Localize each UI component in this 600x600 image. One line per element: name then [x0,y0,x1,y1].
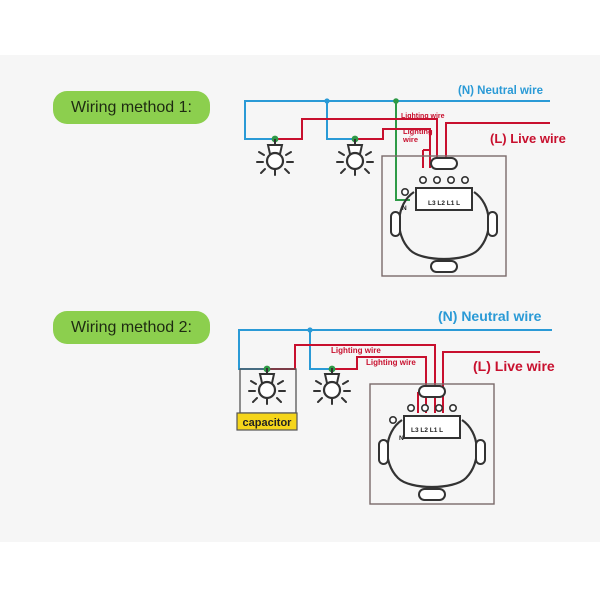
switch-panel-icon [380,154,508,278]
m1-live-wire [445,122,550,168]
m2-lighting-wire-1 [265,344,436,413]
m2-neutral-label: (N) Neutral wire [438,308,542,324]
m1-lighting-wire-1 [275,118,438,168]
bulb-icon [312,366,352,406]
m1-neutral-label: (N) Neutral wire [458,85,543,97]
capacitor-label: capacitor [243,417,293,429]
capacitor-badge [236,412,298,431]
m2-terminal-labels: L3 L2 L1 L [411,427,443,434]
m1-lighting-label-2b: wire [402,135,418,144]
bulb-icon [247,366,287,406]
method-2-title: Wiring method 2: [53,311,210,344]
method-2-diagram: capacitor L3 L2 L1 L N (N) Neutral wire … [236,308,555,506]
m1-lighting-label-2a: Lighting [403,127,433,136]
diagram-background [0,55,600,542]
bulb-icon [255,137,295,177]
m2-lighting-wire-2 [332,356,427,413]
m2-lighting-label-2: Lighting wire [366,358,416,367]
m1-lighting-label-1: Lighting wire [401,113,445,120]
m2-lighting-label-1: Lighting wire [331,346,381,355]
m2-live-label: (L) Live wire [473,358,555,374]
m1-lighting-wire-2 [355,128,431,168]
switch-panel-icon [368,382,496,506]
method-1-diagram: L3 L2 L1 L N (N) Neutral wire (L) Live w… [244,85,566,278]
method-1-title: Wiring method 1: [53,91,210,124]
m1-neutral-branch [326,101,355,140]
m1-n-terminal: N [402,205,407,212]
m2-neutral-branch [309,330,332,370]
m1-live-label: (L) Live wire [490,131,566,146]
m1-terminal-labels: L3 L2 L1 L [428,200,460,207]
m2-n-terminal: N [399,435,404,442]
bulb-icon [335,137,375,177]
